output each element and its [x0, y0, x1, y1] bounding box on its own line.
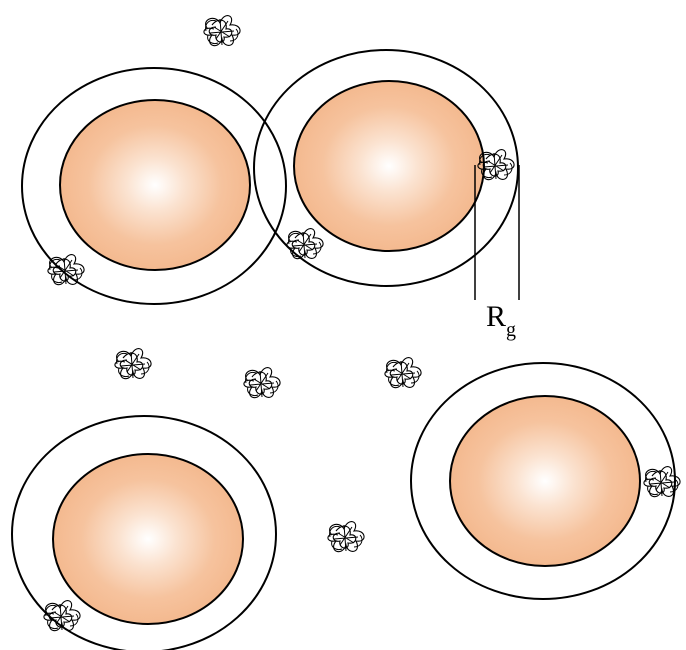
particle-core — [293, 80, 485, 252]
polymer-coil-icon — [286, 228, 324, 260]
polymer-coil-icon — [384, 357, 422, 389]
particle-2 — [253, 49, 519, 287]
polymer-coil-icon — [47, 254, 85, 286]
rg-label: Rg — [486, 300, 516, 341]
particle-4 — [410, 362, 676, 600]
particle-core — [449, 395, 641, 567]
polymer-coil-icon — [243, 367, 281, 399]
particle-core — [52, 453, 244, 625]
depletion-layer — [11, 415, 277, 650]
depletion-layer — [253, 49, 519, 287]
polymer-coil-icon — [114, 348, 152, 380]
particle-core — [59, 99, 251, 271]
depletion-layer — [410, 362, 676, 600]
polymer-coil-icon — [203, 15, 241, 47]
polymer-coil-icon — [43, 600, 81, 632]
depletion-layer — [21, 67, 287, 305]
polymer-coil-icon — [327, 521, 365, 553]
rg-dimension — [474, 165, 520, 300]
particle-3 — [11, 415, 277, 650]
particle-1 — [21, 67, 287, 305]
